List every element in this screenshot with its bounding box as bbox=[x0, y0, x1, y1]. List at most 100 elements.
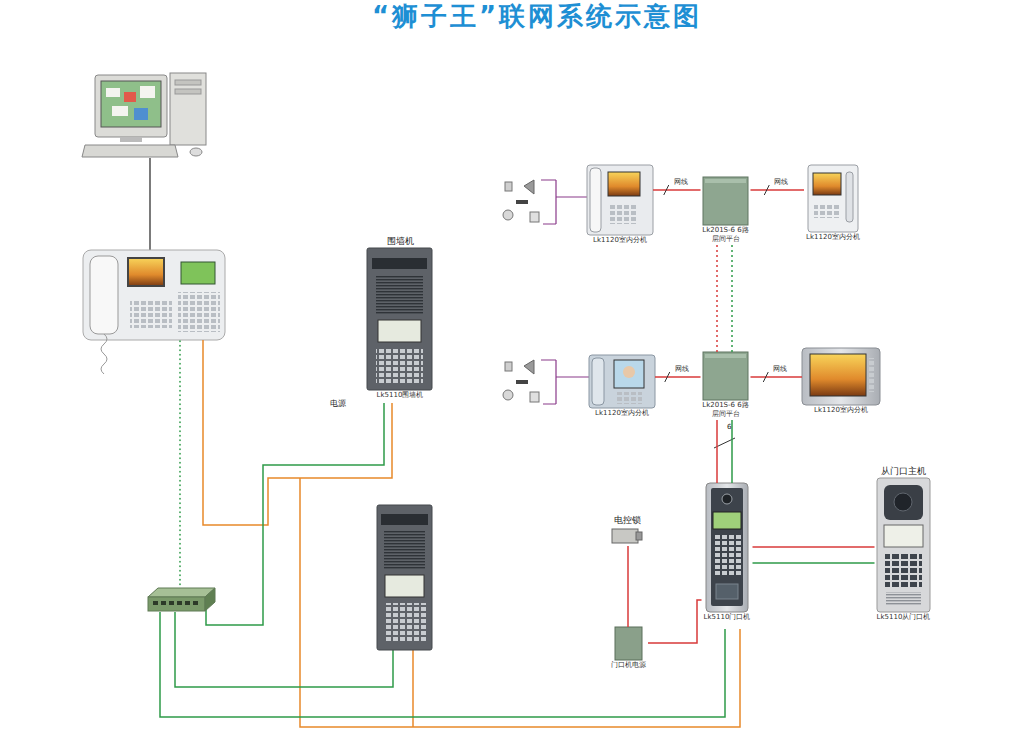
device-label: Lk201S-6 6路层间平台 bbox=[701, 401, 751, 419]
device-label: 电控锁 bbox=[614, 515, 641, 526]
switch-port bbox=[169, 601, 174, 605]
cable-slash bbox=[764, 185, 769, 195]
device-label: 围墙机 bbox=[387, 236, 414, 247]
monitor-stand bbox=[120, 137, 142, 142]
management-console bbox=[83, 250, 225, 340]
cable-label: 网线 bbox=[674, 365, 690, 374]
console-keypad bbox=[178, 292, 220, 332]
bus-wire bbox=[206, 403, 384, 625]
cable bbox=[753, 546, 875, 548]
console-screen bbox=[128, 258, 164, 286]
door-unit bbox=[706, 483, 748, 612]
device-node: 电控锁 bbox=[611, 514, 643, 546]
power-wire bbox=[412, 650, 414, 727]
device-label: Lk1120室内分机 bbox=[593, 236, 647, 245]
camera bbox=[722, 494, 732, 504]
key-icon bbox=[516, 200, 528, 204]
wall-unit-lcd bbox=[385, 575, 424, 597]
part-label: 电源 bbox=[330, 399, 346, 409]
switch-port bbox=[153, 601, 158, 605]
device-label: Lk5110围墙机 bbox=[377, 391, 424, 400]
cable bbox=[753, 562, 875, 564]
indoor-screen bbox=[608, 172, 640, 196]
lock-bolt bbox=[636, 532, 642, 540]
door-unit-keypad bbox=[713, 534, 742, 576]
monitor bbox=[95, 75, 167, 137]
door-unit-panel bbox=[711, 488, 743, 606]
map-block bbox=[112, 106, 128, 116]
indoor-handset bbox=[846, 172, 853, 222]
wall-unit bbox=[377, 505, 432, 650]
floor-platform bbox=[703, 177, 748, 225]
platform-highlight bbox=[705, 354, 746, 358]
sensor-icon bbox=[505, 362, 512, 371]
sensor-wire bbox=[541, 360, 590, 404]
device-node: Lk201S-6 6路层间平台 bbox=[701, 352, 751, 420]
wall-unit bbox=[367, 248, 432, 390]
switch-top bbox=[148, 588, 215, 597]
cable-label: 网线 bbox=[673, 178, 689, 187]
device-node: Lk1120室内分机 bbox=[804, 165, 862, 243]
device-label: Lk5110从门口机 bbox=[877, 613, 931, 622]
camera bbox=[894, 493, 912, 511]
drive-slot bbox=[175, 89, 201, 94]
switch-port bbox=[161, 601, 166, 605]
keyboard bbox=[82, 145, 178, 157]
cable bbox=[731, 420, 733, 483]
indoor-screen bbox=[813, 173, 841, 195]
cable bbox=[655, 376, 701, 378]
device-node: Lk1120室内分机 bbox=[589, 355, 655, 419]
device-node: 从门口主机Lk5110从门口机 bbox=[875, 465, 933, 623]
mouse bbox=[190, 148, 202, 156]
indoor-unit bbox=[587, 165, 653, 235]
indoor-buttons bbox=[616, 392, 642, 404]
indoor-unit bbox=[802, 348, 880, 405]
indoor-screen bbox=[810, 354, 866, 396]
key-icon bbox=[516, 380, 528, 384]
cable-label: 网线 bbox=[773, 178, 789, 187]
power-supply bbox=[615, 627, 642, 660]
console-lcd bbox=[181, 262, 215, 284]
drive-slot bbox=[175, 80, 201, 85]
device-node: Lk201S-6 6路层间平台 bbox=[701, 177, 751, 245]
wall-unit-keypad bbox=[384, 603, 426, 641]
map-block bbox=[106, 88, 120, 97]
speaker-grille bbox=[376, 275, 423, 315]
console-handset bbox=[90, 256, 118, 334]
device-node: 门口机电源 bbox=[609, 627, 648, 671]
slave-keypad bbox=[885, 552, 922, 587]
cable-count: 6 bbox=[727, 423, 731, 432]
device-label: Lk201S-6 6路层间平台 bbox=[701, 226, 751, 244]
siren-icon bbox=[524, 180, 534, 194]
device-label: Lk1120室内分机 bbox=[814, 406, 868, 415]
device-node: Lk1120室内分机 bbox=[802, 348, 880, 416]
handset-cord bbox=[101, 334, 107, 374]
switch-port bbox=[177, 601, 182, 605]
cable bbox=[716, 420, 718, 483]
cable bbox=[627, 546, 629, 627]
camera-housing bbox=[884, 485, 923, 520]
power-wire bbox=[203, 340, 392, 525]
screen-face bbox=[623, 366, 635, 378]
wall-unit-display bbox=[381, 514, 428, 525]
pc-cable bbox=[149, 158, 150, 250]
detector-icon bbox=[503, 390, 513, 400]
indoor-handset bbox=[590, 168, 601, 232]
sensor-icon bbox=[530, 392, 539, 402]
indoor-unit bbox=[808, 165, 858, 232]
diagram-title: “狮子王”联网系统示意图 bbox=[25, 0, 1024, 32]
bus-wire bbox=[175, 612, 393, 687]
cable bbox=[648, 600, 702, 643]
cable-slash bbox=[665, 372, 670, 382]
cable bbox=[751, 189, 805, 191]
indoor-unit bbox=[589, 355, 655, 408]
sensor-icon bbox=[530, 212, 539, 222]
cable bbox=[653, 189, 701, 191]
indoor-screen bbox=[614, 360, 644, 388]
cable-slash bbox=[664, 185, 669, 195]
map-block bbox=[124, 92, 136, 102]
pc-tower bbox=[170, 73, 206, 145]
